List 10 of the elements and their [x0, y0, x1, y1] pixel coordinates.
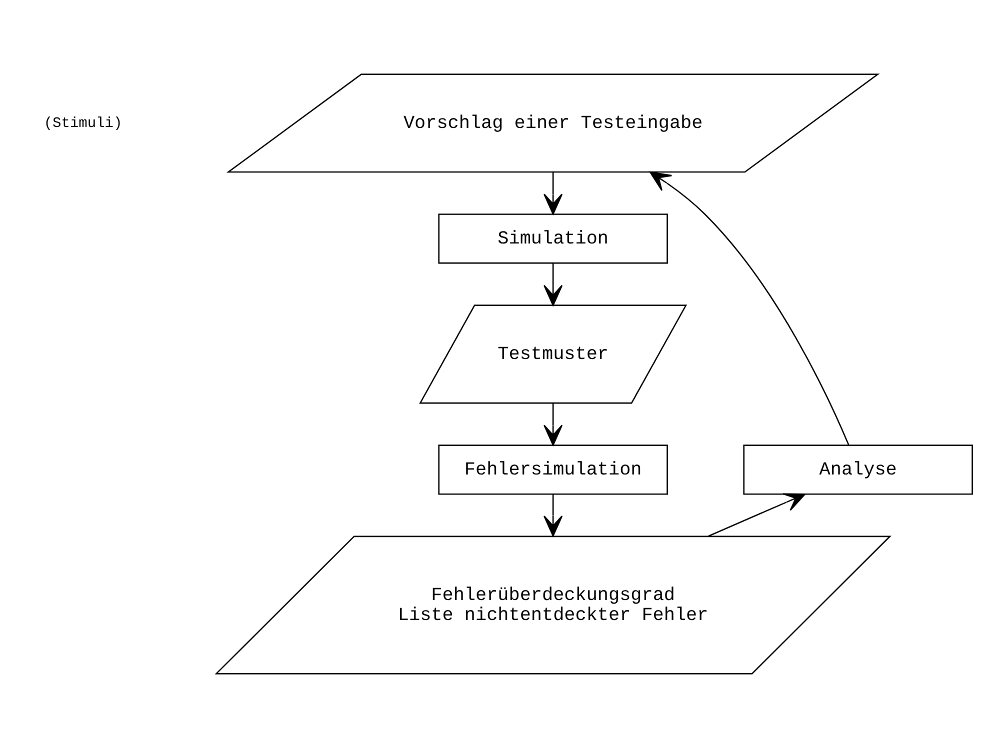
node-box: Fehlersimulation	[438, 444, 668, 494]
arrow	[708, 492, 806, 536]
arrow	[544, 172, 563, 214]
arrow	[650, 170, 850, 445]
node-box: Analyse	[743, 444, 973, 494]
arrow	[544, 402, 563, 446]
label: (Stimuli)	[44, 115, 122, 132]
node-box: Simulation	[438, 213, 668, 264]
arrow	[544, 262, 563, 306]
arrow	[544, 494, 563, 536]
